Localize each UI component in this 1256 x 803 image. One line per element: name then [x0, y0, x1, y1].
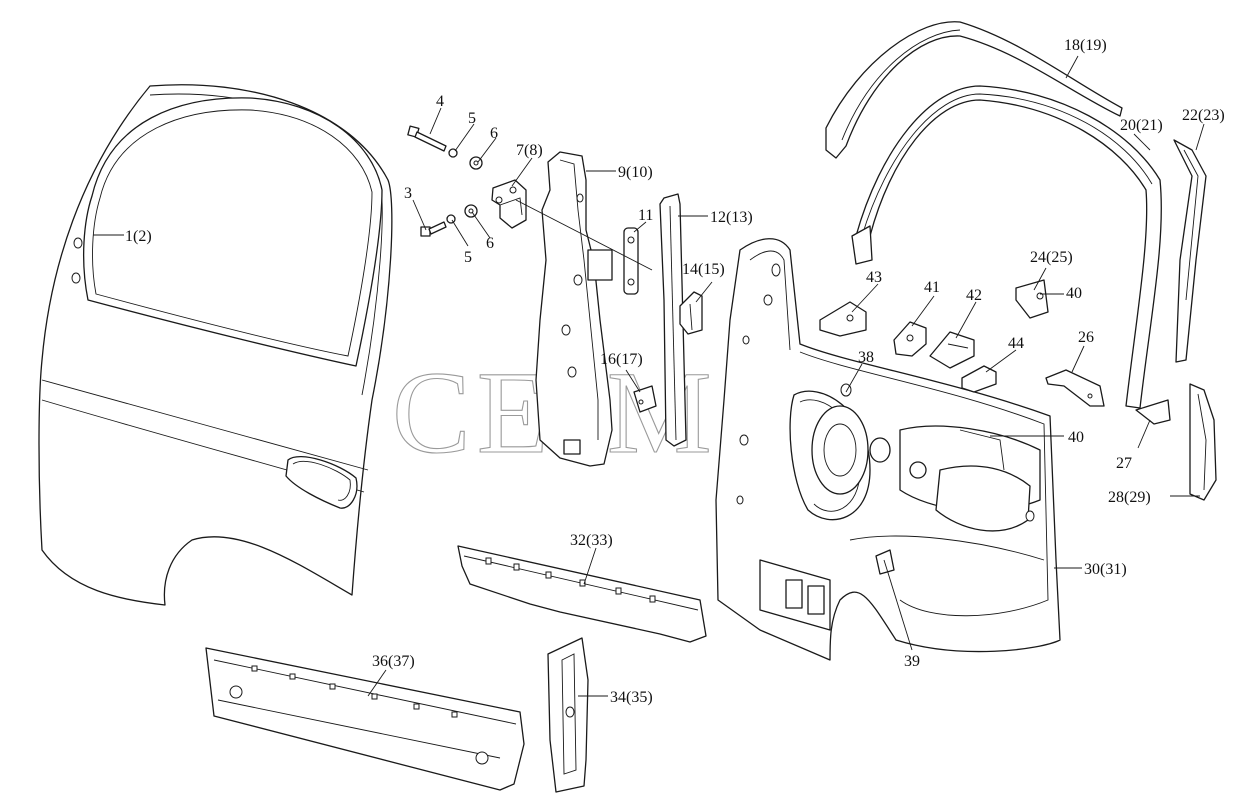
- callout-24: 24(25): [1030, 249, 1073, 266]
- bracket-43: [819, 301, 867, 337]
- callout-14: 14(15): [682, 261, 725, 278]
- door-hinge: [491, 179, 527, 229]
- callout-40-upper: 40: [1066, 285, 1082, 302]
- bracket-42: [929, 331, 975, 369]
- upper-frame-trim: [825, 21, 1123, 159]
- outer-door-frame: [851, 85, 1162, 409]
- lower-reinforcement-strip: [547, 637, 589, 793]
- callout-9: 9(10): [618, 164, 653, 181]
- callout-20: 20(21): [1120, 117, 1163, 134]
- callout-18: 18(19): [1064, 37, 1107, 54]
- bracket-41: [893, 321, 927, 357]
- bracket-11: [623, 227, 639, 295]
- glass-run-channel: [659, 193, 687, 447]
- callout-labels: 1(2) 3 4 5 5 6 6 7(8) 9(10) 11 12(13) 14…: [125, 37, 1225, 706]
- callout-27: 27: [1116, 455, 1132, 472]
- callout-38: 38: [858, 349, 874, 366]
- bracket-16: [633, 385, 657, 413]
- callout-3: 3: [404, 185, 412, 202]
- callout-22: 22(23): [1182, 107, 1225, 124]
- callout-43: 43: [866, 269, 882, 286]
- callout-40-lower: 40: [1068, 429, 1084, 446]
- callout-36: 36(37): [372, 653, 415, 670]
- callout-6-lower: 6: [486, 235, 494, 252]
- leader-lines: [93, 55, 1205, 697]
- callout-32: 32(33): [570, 532, 613, 549]
- beltline-reinforcement: [457, 545, 707, 643]
- callout-34: 34(35): [610, 689, 653, 706]
- callout-12: 12(13): [710, 209, 753, 226]
- bracket-14: [679, 291, 703, 335]
- hinge-pillar: [535, 151, 613, 467]
- bracket-44: [961, 365, 997, 393]
- callout-16: 16(17): [600, 351, 643, 368]
- bracket-26: [1045, 369, 1105, 407]
- callout-5-upper: 5: [468, 110, 476, 127]
- callout-4: 4: [436, 93, 444, 110]
- callout-41: 41: [924, 279, 940, 296]
- callout-44: 44: [1008, 335, 1024, 352]
- pillar-trim: [1173, 139, 1207, 363]
- callout-42: 42: [966, 287, 982, 304]
- callout-39: 39: [904, 653, 920, 670]
- callout-11: 11: [638, 207, 653, 224]
- hinge-bolts: [407, 125, 483, 237]
- door-sill-panel: [205, 647, 525, 791]
- callout-6-upper: 6: [490, 125, 498, 142]
- bracket-24: [1015, 279, 1049, 319]
- callout-28: 28(29): [1108, 489, 1151, 506]
- lower-pillar-28: [1189, 383, 1217, 501]
- cover-27: [1135, 399, 1171, 425]
- door-outer-panel: [38, 84, 393, 606]
- callout-1: 1(2): [125, 228, 152, 245]
- callout-7: 7(8): [516, 142, 543, 159]
- callout-30: 30(31): [1084, 561, 1127, 578]
- callout-26: 26: [1078, 329, 1094, 346]
- callout-5-lower: 5: [464, 249, 472, 266]
- inner-door-panel: [715, 238, 1061, 661]
